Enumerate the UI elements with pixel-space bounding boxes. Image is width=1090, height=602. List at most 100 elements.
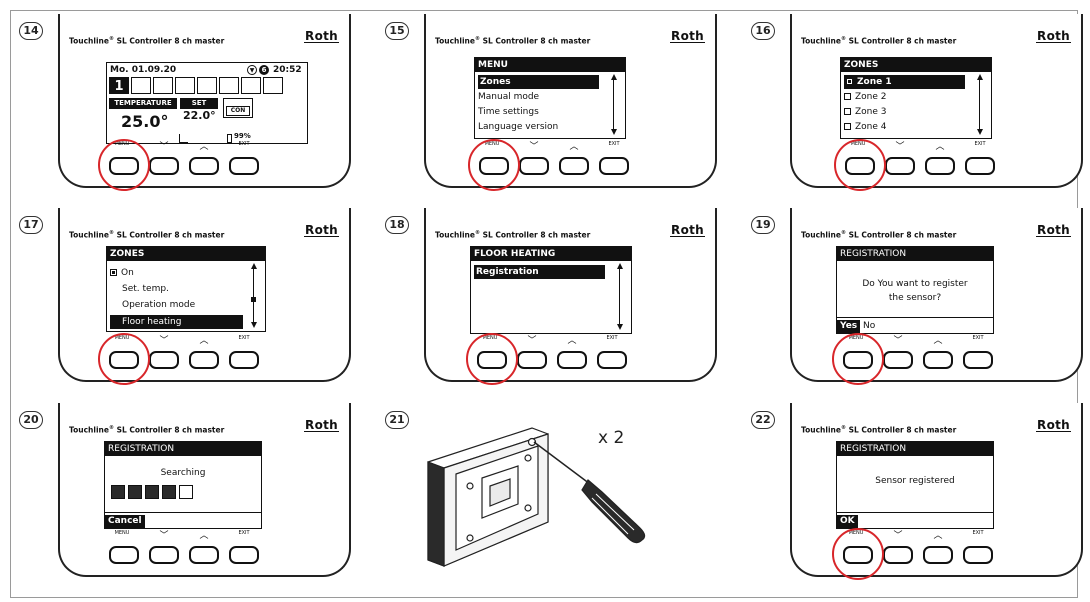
zone-1-item[interactable]: Zone 1 [844, 75, 965, 89]
menu-item-manual-mode[interactable]: Manual mode [478, 92, 540, 102]
up-button[interactable] [557, 351, 587, 369]
up-button[interactable] [925, 157, 955, 175]
ok-softkey[interactable]: OK [837, 515, 858, 528]
exit-label: EXIT [974, 141, 986, 147]
down-button[interactable] [517, 351, 547, 369]
screwdriver-shaft [533, 441, 591, 485]
exit-button[interactable] [965, 157, 995, 175]
zone-cell [131, 77, 151, 94]
zone-4-item[interactable]: Zone 4 [844, 120, 887, 134]
down-chevron-icon: ﹀ [893, 531, 903, 541]
option-operation-mode[interactable]: Operation mode [122, 300, 196, 310]
exit-label: EXIT [238, 335, 250, 341]
controller-panel-16: Touchline® SL Controller 8 ch master Rot… [790, 14, 1083, 191]
zone-cell [263, 77, 283, 94]
down-button[interactable] [149, 351, 179, 369]
roth-logo: Roth [1036, 223, 1071, 237]
registered-lcd: REGISTRATION Sensor registered OK [836, 441, 994, 529]
zone-strip: 1 [109, 77, 305, 95]
exit-button[interactable] [963, 351, 993, 369]
up-chevron-icon: ︿ [199, 531, 209, 541]
down-button[interactable] [883, 351, 913, 369]
down-button[interactable] [149, 157, 179, 175]
checkbox-icon [844, 123, 851, 130]
scroll-up-icon [611, 74, 617, 80]
down-chevron-icon: ﹀ [893, 336, 903, 346]
up-button[interactable] [559, 157, 589, 175]
menu-button[interactable] [109, 546, 139, 564]
roth-logo: Roth [1036, 29, 1071, 43]
scroll-thumb[interactable] [251, 297, 256, 302]
controller-panel-18: Touchline® SL Controller 8 ch master Rot… [424, 208, 717, 385]
scroll-up-icon [617, 263, 623, 269]
scroll-down-icon [251, 322, 257, 328]
up-button[interactable] [189, 157, 219, 175]
step-22: 22 [751, 411, 775, 429]
scrollbar[interactable] [613, 78, 614, 130]
controller-panel-20: Touchline® SL Controller 8 ch master Rot… [58, 403, 351, 577]
question-line-2: the sensor? [888, 293, 942, 303]
question-line-1: Do You want to register [862, 279, 968, 289]
controller-title: Touchline® SL Controller 8 ch master [801, 36, 957, 46]
scrollbar[interactable] [253, 267, 254, 325]
up-button[interactable] [189, 351, 219, 369]
menu-label: MENU [114, 530, 130, 536]
down-button[interactable] [883, 546, 913, 564]
scrollbar[interactable] [979, 78, 980, 130]
screen-header: REGISTRATION [837, 442, 993, 456]
exit-button[interactable] [963, 546, 993, 564]
exit-button[interactable] [597, 351, 627, 369]
registration-item[interactable]: Registration [474, 265, 605, 279]
home-screen-lcd: Mo. 01.09.20 ▼ 6 20:52 1 TEMPERATURE SET… [106, 62, 308, 144]
exit-button[interactable] [599, 157, 629, 175]
zone-cell [219, 77, 239, 94]
up-chevron-icon: ︿ [569, 142, 579, 152]
zone-3-item[interactable]: Zone 3 [844, 105, 887, 119]
up-button[interactable] [923, 546, 953, 564]
exit-label: EXIT [238, 141, 250, 147]
up-chevron-icon: ︿ [199, 142, 209, 152]
menu-item-time-settings[interactable]: Time settings [478, 107, 539, 117]
scroll-down-icon [611, 129, 617, 135]
roth-logo: Roth [1036, 418, 1071, 432]
screw-slot [527, 437, 537, 447]
roth-logo: Roth [670, 223, 705, 237]
down-button[interactable] [519, 157, 549, 175]
cancel-softkey[interactable]: Cancel [105, 515, 145, 528]
screen-header: REGISTRATION [837, 247, 993, 261]
option-set-temp[interactable]: Set. temp. [122, 284, 169, 294]
exit-label: EXIT [606, 335, 618, 341]
controller-title: Touchline® SL Controller 8 ch master [435, 230, 591, 240]
controller-panel-14: Touchline® SL Controller 8 ch master Rot… [58, 14, 351, 191]
scroll-up-icon [251, 263, 257, 269]
menu-item-zones[interactable]: Zones [478, 75, 599, 89]
menu-item-language[interactable]: Language version [478, 122, 559, 132]
up-button[interactable] [923, 351, 953, 369]
zone-cell [153, 77, 173, 94]
yes-softkey[interactable]: Yes [837, 320, 861, 333]
exit-button[interactable] [229, 157, 259, 175]
menu-highlight-circle [468, 139, 520, 191]
floor-heating-lcd: FLOOR HEATING Registration [470, 246, 632, 334]
scroll-up-icon [977, 74, 983, 80]
scrollbar[interactable] [619, 267, 620, 327]
down-button[interactable] [885, 157, 915, 175]
down-chevron-icon: ﹀ [159, 142, 169, 152]
temperature-value: 25.0° [121, 112, 169, 131]
exit-button[interactable] [229, 546, 259, 564]
register-prompt-lcd: REGISTRATION Do You want to register the… [836, 246, 994, 334]
exit-label: EXIT [972, 335, 984, 341]
exit-button[interactable] [229, 351, 259, 369]
up-chevron-icon: ︿ [933, 531, 943, 541]
option-floor-heating[interactable]: Floor heating [110, 315, 243, 329]
up-button[interactable] [189, 546, 219, 564]
zone-2-item[interactable]: Zone 2 [844, 90, 887, 104]
signal-icon [179, 134, 188, 143]
registered-text: Sensor registered [875, 476, 955, 486]
menu-highlight-circle [832, 333, 884, 385]
temperature-label: TEMPERATURE [109, 98, 177, 109]
down-button[interactable] [149, 546, 179, 564]
no-softkey[interactable]: No [863, 321, 876, 331]
step-15: 15 [385, 22, 409, 40]
option-on[interactable]: On [110, 266, 134, 280]
